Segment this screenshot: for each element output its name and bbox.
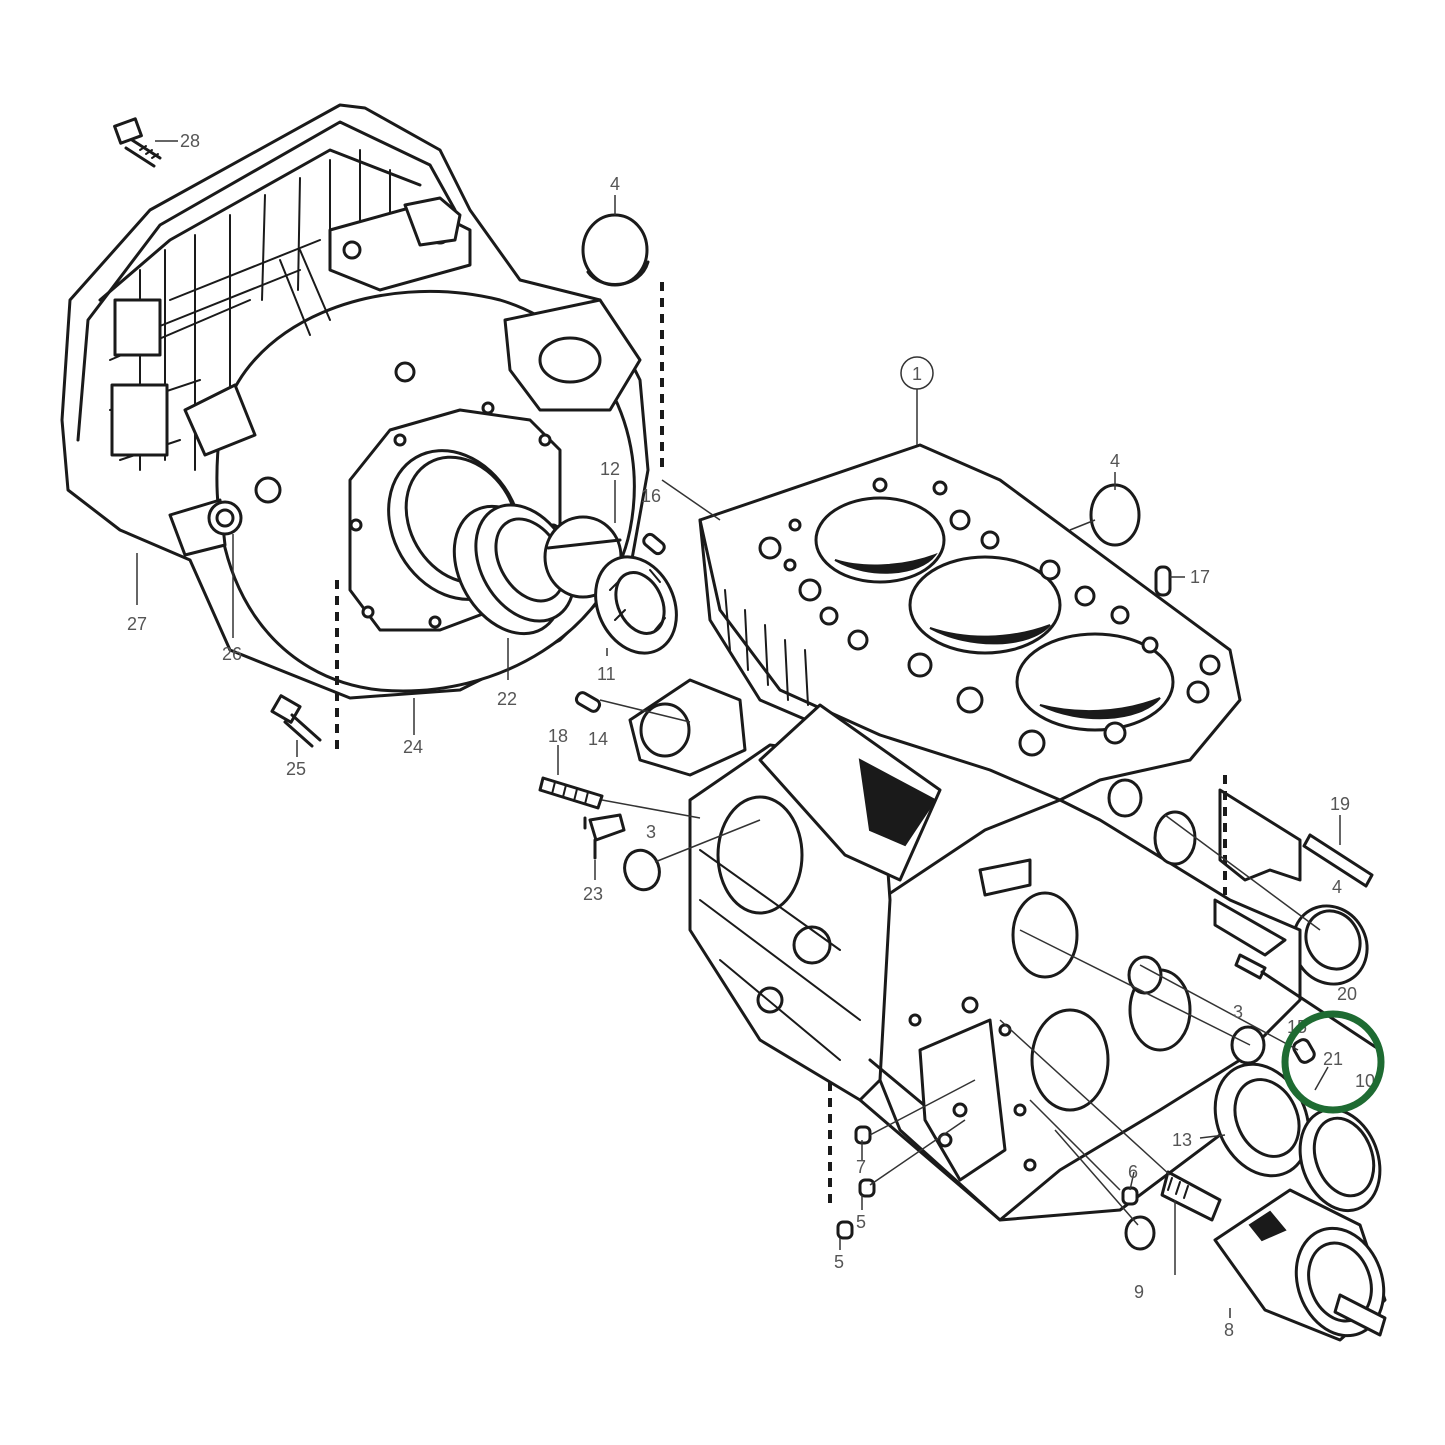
- bolt-28: [113, 117, 162, 168]
- alignment-lines: [335, 282, 1321, 1275]
- callout-12: 12: [600, 459, 620, 479]
- core-plug-4-top: [581, 213, 650, 287]
- stud-19: [1302, 833, 1374, 888]
- callout-9: 9: [1134, 1282, 1144, 1302]
- callout-13: 13: [1172, 1130, 1192, 1150]
- callout-20: 20: [1337, 984, 1357, 1004]
- core-plug-4-rear: [1291, 904, 1369, 986]
- callout-3-front: 3: [646, 822, 656, 842]
- callout-27: 27: [127, 614, 147, 634]
- callout-16: 16: [641, 486, 661, 506]
- callout-4-rear: 4: [1332, 877, 1342, 897]
- callout-1: 1: [912, 364, 922, 384]
- callout-5-middle: 5: [856, 1212, 866, 1232]
- callout-22: 22: [497, 689, 517, 709]
- callout-10: 10: [1355, 1071, 1375, 1091]
- sleeve-3-rear: [1230, 1025, 1266, 1065]
- callout-4-top: 4: [610, 174, 620, 194]
- plug-9: [1124, 1215, 1156, 1251]
- callout-21: 21: [1323, 1049, 1343, 1069]
- callout-23: 23: [583, 884, 603, 904]
- seal-22: [452, 503, 576, 636]
- dowel-15: [1292, 1038, 1316, 1064]
- dowel-17: [1154, 565, 1172, 597]
- callout-labels: 28 4 1 4 12 16 17 27 26 22 11 14 18 24 2…: [127, 131, 1375, 1340]
- dowel-16: [642, 532, 666, 556]
- pump-housing-8: [1213, 1188, 1387, 1342]
- callout-7: 7: [856, 1157, 866, 1177]
- bearing-11: [594, 555, 678, 655]
- bolt-25: [270, 694, 322, 748]
- stud-20: [1234, 953, 1382, 1052]
- callout-6: 6: [1128, 1162, 1138, 1182]
- stud-18: [538, 776, 604, 810]
- callout-18: 18: [548, 726, 568, 746]
- callout-19: 19: [1330, 794, 1350, 814]
- callout-26: 26: [222, 644, 242, 664]
- callout-17: 17: [1190, 567, 1210, 587]
- callout-24: 24: [403, 737, 423, 757]
- bolt-13-stud: [1160, 1170, 1222, 1222]
- callout-25: 25: [286, 759, 306, 779]
- sleeve-3-front: [623, 848, 661, 892]
- callout-5-bottom: 5: [834, 1252, 844, 1272]
- highlight-circle: [1281, 1010, 1385, 1114]
- callout-28: 28: [180, 131, 200, 151]
- plug-26: [207, 500, 243, 536]
- dowel-14: [574, 691, 602, 713]
- callout-4-block: 4: [1110, 451, 1120, 471]
- drain-cock-23: [583, 813, 626, 860]
- callout-8: 8: [1224, 1320, 1234, 1340]
- callout-14: 14: [588, 729, 608, 749]
- callout-11: 11: [597, 664, 616, 684]
- core-plug-4-block: [1089, 483, 1141, 547]
- callout-3-rear: 3: [1233, 1002, 1243, 1022]
- engine-block: [628, 443, 1302, 1222]
- callout-leaders: [136, 140, 1341, 1318]
